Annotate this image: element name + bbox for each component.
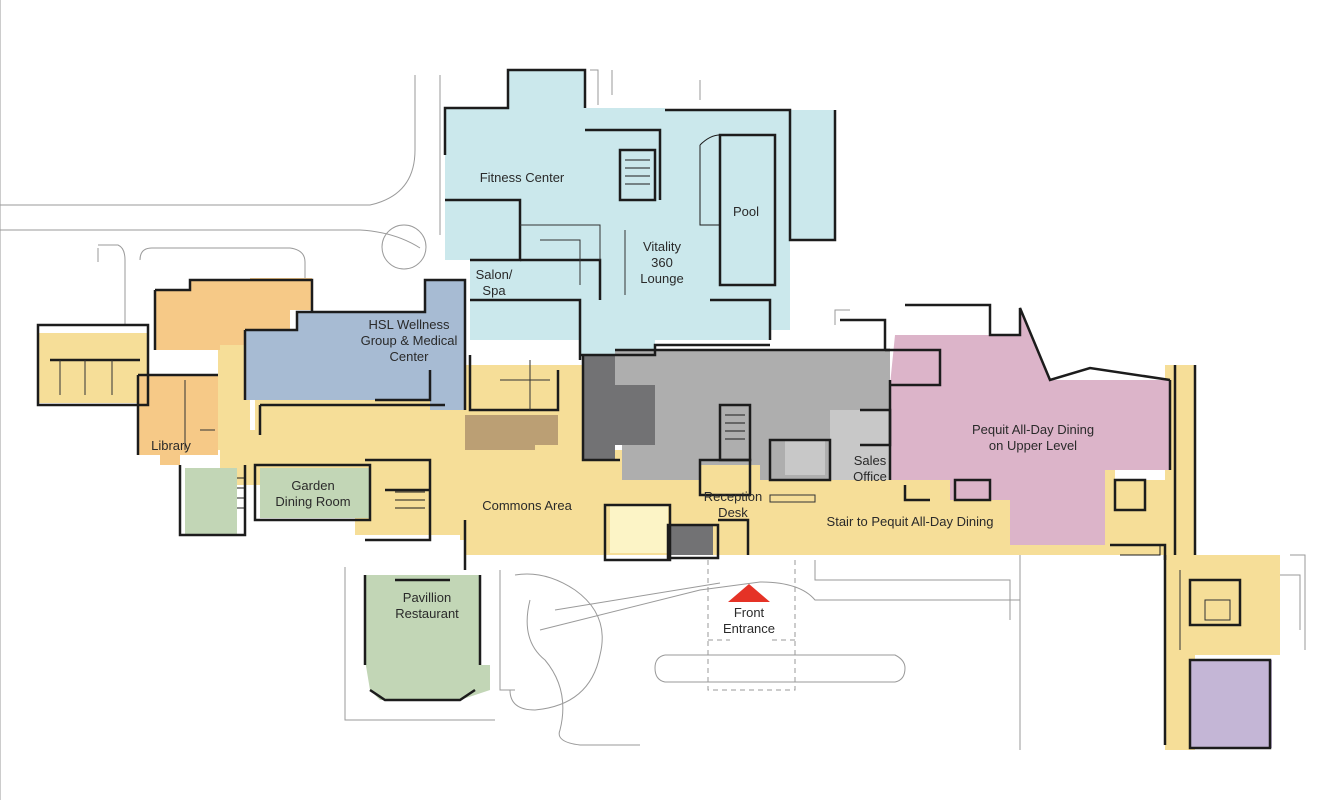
stage-zone bbox=[465, 415, 558, 450]
hsl-wellness-label: HSL Wellness Group & Medical Center bbox=[360, 317, 458, 364]
pool-outline bbox=[699, 134, 721, 226]
salon-spa-label: Salon/ Spa bbox=[475, 267, 513, 298]
fitness-zone bbox=[445, 70, 835, 355]
reception-zone bbox=[583, 350, 890, 555]
red-triangle-icon bbox=[728, 584, 770, 602]
commons-area-label: Commons Area bbox=[482, 498, 572, 513]
stairs bbox=[237, 159, 1161, 556]
library-label: Library bbox=[151, 438, 191, 453]
pavillion-restaurant-label: Pavillion Restaurant bbox=[395, 590, 459, 621]
stair-to-pequit-label: Stair to Pequit All-Day Dining bbox=[826, 514, 994, 529]
pool-label: Pool bbox=[732, 204, 760, 219]
dining-zones bbox=[185, 468, 490, 700]
thin-walls bbox=[59, 224, 1231, 650]
garden-dining-label: Garden Dining Room bbox=[275, 478, 351, 509]
fitness-center-label: Fitness Center bbox=[479, 170, 565, 185]
front-entrance-label: Front Entrance bbox=[722, 605, 776, 636]
reception-desk-label: Reception Desk bbox=[703, 489, 763, 520]
library-wing bbox=[138, 278, 312, 465]
site-outline bbox=[0, 0, 1306, 800]
lavender-zone bbox=[1190, 660, 1272, 748]
wall-outlines bbox=[36, 68, 1272, 750]
pequit-zone bbox=[890, 308, 1170, 545]
sales-office-label: Sales Office bbox=[853, 453, 887, 484]
pequit-dining-label: Pequit All-Day Dining on Upper Level bbox=[971, 422, 1095, 453]
vitality-lounge-label: Vitality 360 Lounge bbox=[640, 239, 684, 286]
